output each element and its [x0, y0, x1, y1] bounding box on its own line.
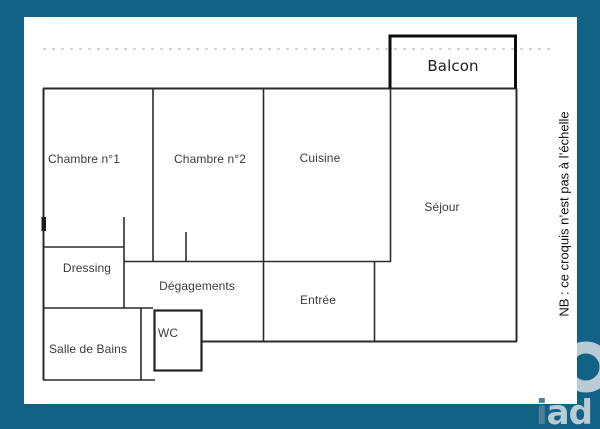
watermark-letters-ad: ad: [546, 393, 593, 429]
room-label-degagements: Dégagements: [159, 279, 235, 293]
wc-walls: [153, 309, 203, 372]
room-label-balcon: Balcon: [427, 57, 479, 75]
room-label-chambre2: Chambre n°2: [174, 152, 246, 166]
outer-walls: [42, 87, 518, 380]
room-label-dressing: Dressing: [62, 261, 112, 275]
room-label-chambre1: Chambre n°1: [48, 152, 120, 166]
plan-canvas: [24, 17, 577, 404]
room-label-sejour: Séjour: [424, 200, 460, 214]
watermark-ring: [560, 341, 600, 393]
balcony-walls: [388, 34, 517, 89]
not-to-scale-note: NB : ce croquis n’est pas à l’échelle: [556, 111, 572, 317]
left-wall-thick-segment: [41, 217, 46, 231]
room-label-entree: Entrée: [300, 293, 336, 307]
watermark-letter-i: i: [536, 393, 548, 429]
interior-walls: [43, 88, 392, 381]
room-label-wc: WC: [157, 326, 179, 340]
room-label-salle-de-bains: Salle de Bains: [48, 342, 128, 356]
iad-watermark-logo: iad: [536, 396, 593, 429]
room-label-cuisine: Cuisine: [299, 151, 341, 165]
